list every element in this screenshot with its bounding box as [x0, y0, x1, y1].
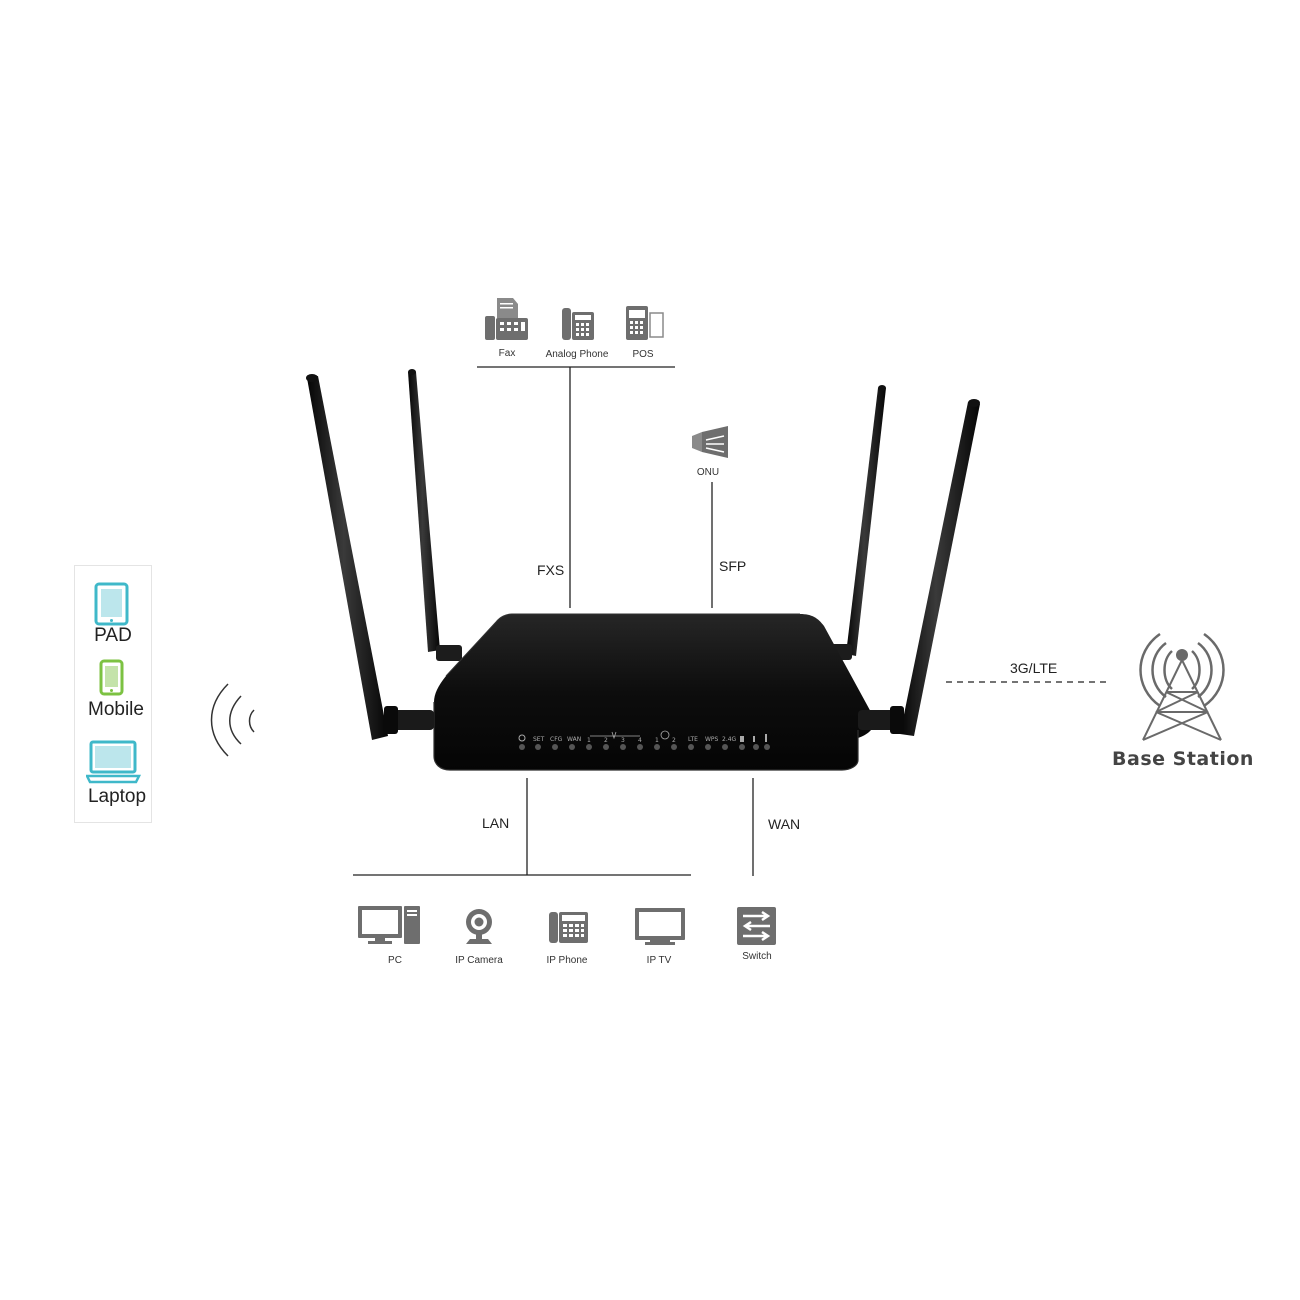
ip-phone-label: IP Phone — [547, 955, 588, 966]
pc-icon — [358, 906, 420, 944]
wireless-waves-icon — [210, 683, 255, 757]
connector-lines — [353, 366, 1108, 876]
sfp-label: SFP — [719, 558, 746, 574]
svg-text:1: 1 — [655, 737, 659, 744]
mobile-label: Mobile — [88, 699, 144, 720]
svg-text:LTE: LTE — [688, 736, 698, 743]
ip-phone-icon — [549, 912, 588, 943]
svg-text:2: 2 — [604, 737, 608, 744]
svg-text:2: 2 — [672, 737, 676, 744]
ip-tv-label: IP TV — [647, 955, 672, 966]
laptop-icon — [86, 740, 142, 784]
base-station-icon — [1139, 632, 1225, 741]
led-panel — [519, 744, 770, 750]
onu-label: ONU — [697, 467, 719, 478]
svg-text:WPS: WPS — [705, 736, 719, 743]
svg-text:1: 1 — [587, 737, 591, 744]
svg-text:SET: SET — [533, 736, 545, 743]
analog-phone-label: Analog Phone — [546, 349, 609, 360]
pos-label: POS — [632, 349, 653, 360]
analog-phone-icon — [562, 308, 594, 340]
ip-tv-icon — [635, 908, 685, 945]
laptop-label: Laptop — [87, 786, 147, 807]
mobile-icon — [99, 659, 124, 696]
pos-icon — [626, 306, 664, 340]
lte-label: 3G/LTE — [1010, 660, 1057, 676]
fax-icon — [485, 298, 528, 340]
svg-text:CFG: CFG — [550, 736, 563, 743]
onu-icon — [692, 426, 728, 458]
svg-text:WAN: WAN — [567, 736, 581, 743]
ip-camera-icon — [466, 909, 492, 944]
base-station-label: Base Station — [1112, 748, 1254, 770]
wan-label: WAN — [768, 816, 800, 832]
pad-icon — [94, 582, 129, 626]
pc-label: PC — [388, 955, 402, 966]
antenna-back-left — [408, 369, 462, 661]
lan-label: LAN — [482, 815, 509, 831]
ip-camera-label: IP Camera — [455, 955, 503, 966]
fxs-label: FXS — [537, 562, 564, 578]
switch-label: Switch — [742, 951, 771, 962]
antenna-front-left — [306, 374, 434, 740]
antenna-front-right — [858, 399, 980, 736]
svg-text:3: 3 — [621, 737, 625, 744]
pad-label: PAD — [94, 625, 132, 646]
svg-text:2.4G: 2.4G — [722, 736, 737, 743]
antenna-back-right — [822, 385, 886, 660]
fax-label: Fax — [499, 348, 516, 359]
svg-text:4: 4 — [638, 737, 642, 744]
switch-icon — [737, 907, 776, 945]
